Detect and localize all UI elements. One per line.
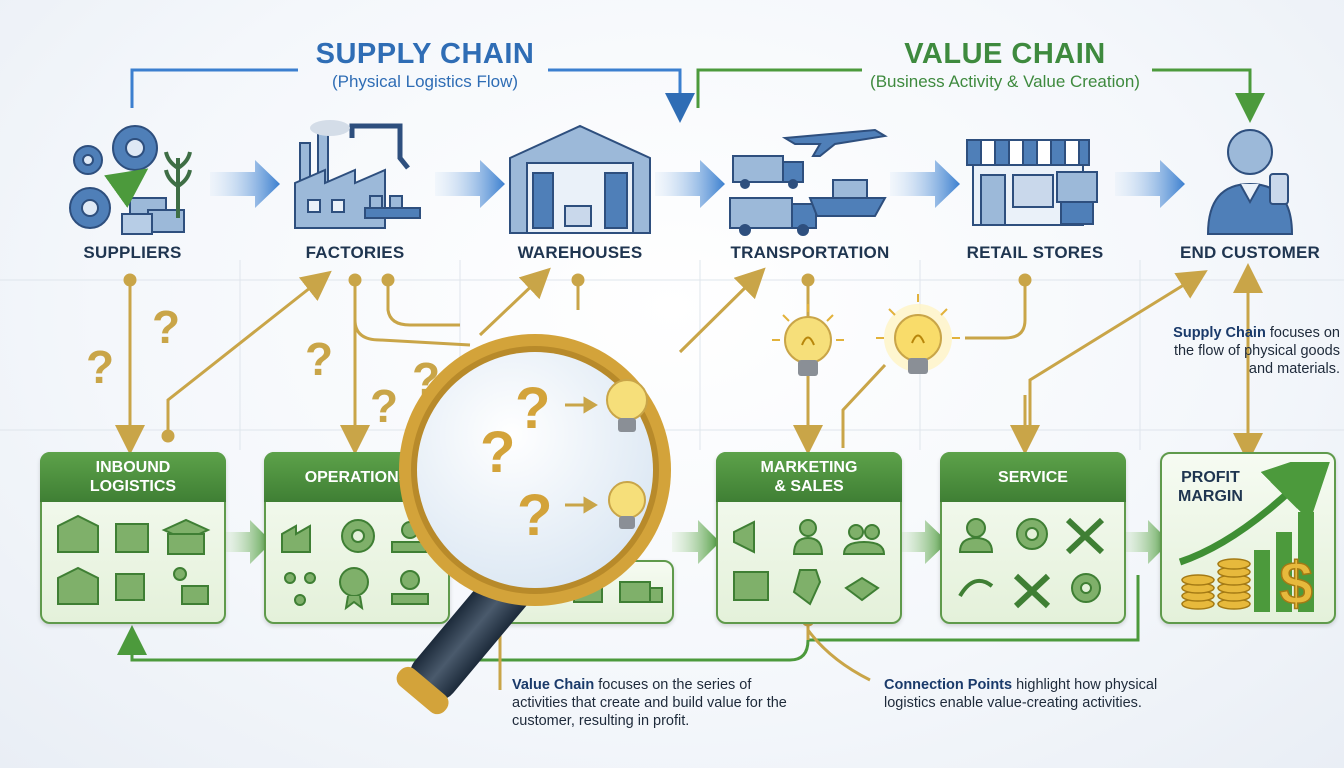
profit-chart-icon: $ <box>1178 462 1330 617</box>
value-box-profit-margin: PROFIT MARGIN $ <box>1160 452 1336 624</box>
stage-label-retail-stores: RETAIL STORES <box>966 243 1104 262</box>
supply-flow-arrows <box>210 160 1185 208</box>
stage-label-suppliers: SUPPLIERS <box>83 243 182 262</box>
svg-text:?: ? <box>517 483 552 548</box>
note-connection-points: Connection Points highlight how physical… <box>884 676 1194 712</box>
stage-label-transportation: TRANSPORTATION <box>730 243 890 262</box>
value-bracket-left <box>696 68 862 108</box>
magnifying-glass-icon: ? ? ? <box>396 334 671 715</box>
supply-chain-subtitle: (Physical Logistics Flow) <box>331 72 519 91</box>
gears-icon <box>69 125 192 235</box>
note-value-bold: Value Chain <box>512 677 595 693</box>
supply-chain-title: SUPPLY CHAIN <box>315 38 535 70</box>
note-conn-text: highlight how physical logistics enable … <box>884 677 1158 711</box>
note-supply-text: focuses on the flow of physical goods an… <box>1173 325 1340 377</box>
value-chain-subtitle: (Business Activity & Value Creation) <box>870 72 1140 91</box>
svg-text:?: ? <box>480 420 515 485</box>
lightbulb-icons <box>772 294 960 376</box>
value-box-title: INBOUND LOGISTICS <box>40 452 226 502</box>
svg-text:$: $ <box>1279 550 1312 617</box>
value-box-service: SERVICE <box>940 452 1126 624</box>
supply-bracket-right <box>548 68 695 123</box>
note-supply-chain: Supply Chain focuses on the flow of phys… <box>1158 324 1340 378</box>
svg-text:?: ? <box>370 380 398 432</box>
store-icon <box>966 139 1098 226</box>
customer-icon <box>1206 129 1294 235</box>
svg-text:?: ? <box>515 376 550 441</box>
marketing-icons <box>733 519 886 606</box>
stage-label-end-customer: END CUSTOMER <box>1180 243 1320 262</box>
note-supply-bold: Supply Chain <box>1173 325 1266 341</box>
return-loop-line <box>117 575 1140 662</box>
warehouse-icon <box>509 124 651 234</box>
supply-bracket-left <box>130 68 298 108</box>
stage-label-factories: FACTORIES <box>305 243 405 262</box>
factory-icon <box>294 120 421 229</box>
value-box-marketing-sales: MARKETING & SALES <box>716 452 902 624</box>
trucks-plane-ship-icon <box>729 128 888 236</box>
operations-icons <box>281 519 429 611</box>
note-value-chain: Value Chain focuses on the series of act… <box>512 676 802 730</box>
value-chain-title: VALUE CHAIN <box>904 38 1106 70</box>
svg-text:?: ? <box>152 301 180 353</box>
logistics-icons <box>57 514 211 605</box>
value-box-title: PROFIT MARGIN <box>1178 469 1243 505</box>
note-value-text: focuses on the series of activities that… <box>512 677 787 729</box>
note-conn-bold: Connection Points <box>884 677 1013 693</box>
value-bracket-right <box>1152 68 1265 123</box>
service-icons <box>958 517 1105 609</box>
svg-text:?: ? <box>305 333 333 385</box>
value-box-inbound-logistics: INBOUND LOGISTICS <box>40 452 226 624</box>
value-box-title: SERVICE <box>940 452 1126 502</box>
value-box-title: MARKETING & SALES <box>716 452 902 502</box>
connection-lines <box>115 263 1263 690</box>
stage-label-warehouses: WAREHOUSES <box>517 243 643 262</box>
svg-text:?: ? <box>86 341 114 393</box>
